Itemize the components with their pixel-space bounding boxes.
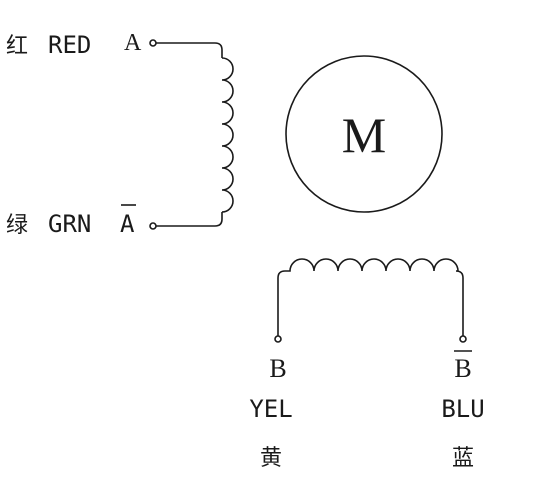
pin-b-bar-label: B <box>454 354 471 383</box>
terminal-b <box>274 335 282 343</box>
yellow-wire-en-label: YEL <box>249 395 292 423</box>
motor-label: M <box>342 107 386 163</box>
green-wire-cn-label: 绿 <box>6 213 28 238</box>
coil-phase-a <box>221 57 234 213</box>
terminal-a <box>149 39 157 47</box>
pin-b-label: B <box>269 354 286 383</box>
pin-a-label: A <box>124 30 142 56</box>
blue-wire-cn-label: 蓝 <box>452 446 474 471</box>
red-wire-cn-label: 红 <box>6 34 28 59</box>
green-wire-en-label: GRN <box>48 210 91 238</box>
blue-wire-en-label: BLU <box>441 395 484 423</box>
terminal-a-bar <box>149 222 157 230</box>
terminal-b-bar <box>459 335 467 343</box>
red-wire-en-label: RED <box>48 31 91 59</box>
lead-a-bar <box>156 212 223 227</box>
pin-a-bar-label: A <box>120 210 135 238</box>
motor-circle <box>285 55 443 213</box>
lead-a <box>156 42 223 58</box>
coil-phase-b <box>277 258 464 336</box>
yellow-wire-cn-label: 黄 <box>260 446 282 471</box>
